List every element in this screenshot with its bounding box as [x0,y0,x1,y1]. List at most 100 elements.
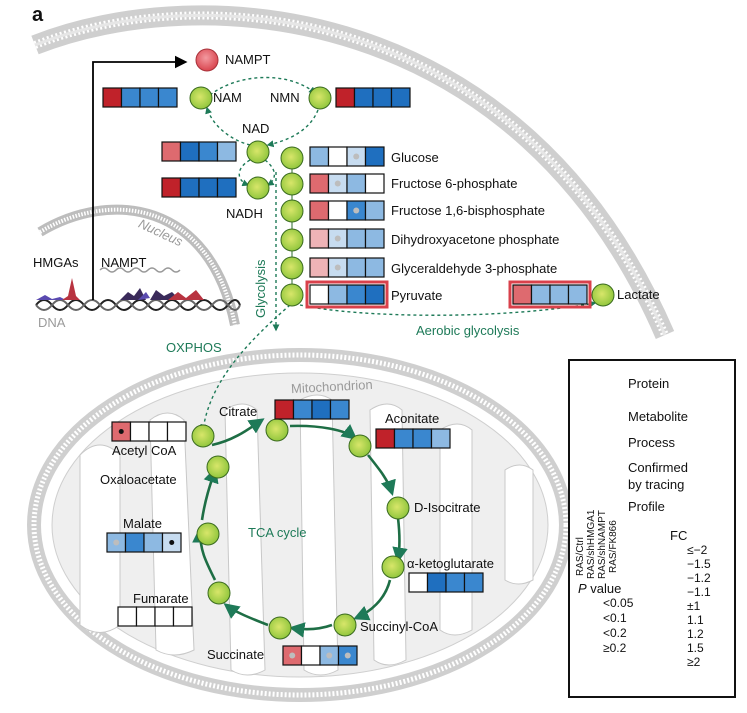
profile-cell [179,141,200,162]
profile-cell [390,87,411,108]
metabolite-node-aconitate[interactable] [348,434,372,458]
pvalue-dot-gray [353,153,360,160]
profile-cell [372,87,393,108]
metabolite-node-isocitrate[interactable] [386,496,410,520]
pvalue-title-rest: value [586,581,622,596]
profile-heatmap-aconitate [375,428,451,449]
tracing-confirmed-border [508,280,592,309]
metabolite-label-f6p: Fructose 6-phosphate [391,176,518,191]
cell-membrane [31,5,675,339]
metabolite-node-citrate[interactable] [265,418,289,442]
pvalue-title-p: P [578,581,587,596]
profile-cell [346,257,367,278]
mitochondrion [27,348,573,702]
pvalue-label-2: <0.1 [603,611,627,625]
metabolite-node-g3p[interactable] [280,256,304,280]
profile-cell [335,87,356,108]
metabolite-label-malate: Malate [123,516,163,531]
profile-heatmap-citrate [274,399,350,420]
fc-label-2: −1.5 [687,557,711,571]
metabolite-node-nmn[interactable] [308,86,332,110]
profile-cell [179,177,200,198]
profile-cell [309,173,330,194]
legend-label-metabolite: Metabolite [628,409,688,424]
pvalue-dot-black [169,540,175,545]
fc-label-6: 1.1 [687,613,704,627]
fc-label-5: ±1 [687,599,701,613]
pvalue-label-4: ≥0.2 [603,641,627,655]
metabolite-node-f6p[interactable] [280,172,304,196]
legend-profile-col-3: RAS/shNAMPT [597,510,608,579]
profile-cell [154,606,175,627]
metabolite-node-dhap[interactable] [280,228,304,252]
profile-cell [329,399,350,420]
oxphos-process [200,304,291,432]
profile-cell [364,228,385,249]
profile-heatmap-dhap [309,228,385,249]
compartment-label-dna: DNA [38,315,66,330]
profile-heatmap-g3p [309,257,385,278]
profile-cell [327,284,348,305]
profile-cell [346,284,367,305]
pvalue-dot-gray [344,652,351,659]
pvalue-dot-gray [334,264,341,271]
profile-cell [102,87,123,108]
fc-label-3: −1.2 [687,571,711,585]
profile-heatmap-f16bp [309,200,385,221]
profile-heatmap-nmn [335,87,411,108]
profile-cell [166,421,187,442]
pvalue-label-1: <0.05 [603,596,634,610]
protein-node-nampt[interactable] [195,48,219,72]
metabolite-label-dhap: Dihydroxyacetone phosphate [391,232,560,247]
metabolite-node-acetylcoa[interactable] [191,424,215,448]
nad-salvage-process [205,76,319,187]
pvalue-dot-gray [113,539,120,546]
profile-heatmap-glucose [309,146,385,167]
legend-label-protein: Protein [628,376,670,391]
metabolite-node-pyruvate[interactable] [280,283,304,307]
profile-cell [172,606,193,627]
metabolite-node-fumarate[interactable] [207,581,231,605]
pvalue-dot-gray [353,207,360,214]
nuclear-membrane [37,204,240,326]
profile-cell [198,177,219,198]
pvalue-label-3: <0.2 [603,626,627,640]
gene-label-hmgas: HMGAs [33,255,79,270]
profile-cell [327,200,348,221]
metabolite-node-akg[interactable] [381,555,405,579]
tracing-confirmed-border [305,280,389,309]
fc-label-9: ≥2 [687,655,701,669]
metabolite-node-succinate[interactable] [268,616,292,640]
profile-cell [426,572,447,593]
metabolite-label-g3p: Glyceraldehyde 3-phosphate [391,261,558,276]
metabolite-node-succinylcoa[interactable] [333,613,357,637]
metabolite-node-glucose[interactable] [280,146,304,170]
metabolite-node-nam[interactable] [189,86,213,110]
profile-cell [135,606,156,627]
mrna-wave [99,267,181,273]
metabolite-label-nadh: NADH [226,206,263,221]
profile-cell [364,146,385,167]
legend-label-process: Process [628,435,675,450]
profile-cell [364,257,385,278]
pvalue-dot-gray [326,652,333,659]
metabolite-node-nadh[interactable] [246,176,270,200]
metabolite-label-isocitrate: D-Isocitrate [414,500,481,515]
metabolite-node-malate[interactable] [196,522,220,546]
metabolite-label-succinate: Succinate [207,647,265,662]
profile-cell [311,399,332,420]
metabolite-label-fumarate: Fumarate [133,591,189,606]
profile-cell [216,141,237,162]
metabolite-node-nad[interactable] [246,140,270,164]
profile-cell [139,87,160,108]
metabolite-node-oxaloacetate[interactable] [206,455,230,479]
pvalue-title: P value [578,582,621,596]
metabolite-node-lactate[interactable] [591,283,615,307]
profile-cell [393,428,414,449]
profile-cell [430,428,451,449]
legend-profile-col-1: RAS/Ctrl [575,537,586,576]
profile-heatmap-malate [106,532,182,553]
metabolite-node-f16bp[interactable] [280,199,304,223]
fc-title: FC [670,528,688,543]
metabolite-label-lactate: Lactate [617,287,660,302]
